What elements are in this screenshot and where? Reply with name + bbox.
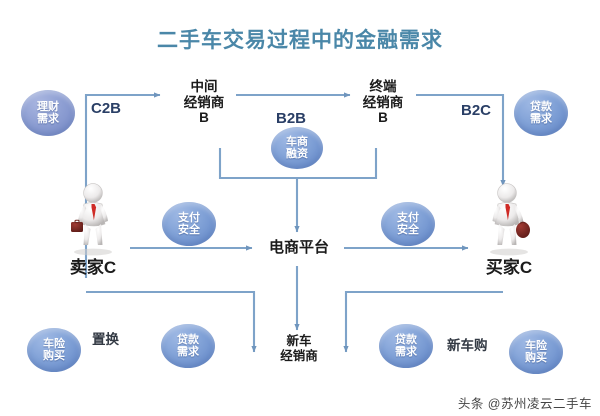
badge-loan-demand-right: 贷款 需求 <box>514 90 568 136</box>
badge-dealer-financing: 车商 融资 <box>271 127 323 169</box>
flow-label-b2c: B2C <box>461 102 492 119</box>
end-dealer-label: 终端 经销商 B <box>362 79 404 126</box>
platform-label: 电商平台 <box>268 239 329 256</box>
badge-insurance-right: 车险 购买 <box>509 330 563 374</box>
badge-wealth-management: 理财 需求 <box>21 90 75 136</box>
badge-loan-demand-bottom-left: 贷款 需求 <box>161 324 215 368</box>
flow-label-c2b: C2B <box>91 100 122 117</box>
flow-label-trade-in: 置换 <box>92 332 119 347</box>
mid-dealer-label: 中间 经销商 B <box>183 79 225 126</box>
flow-label-b2b: B2B <box>276 110 307 127</box>
footer-watermark: 头条 @苏州凌云二手车 <box>457 397 592 411</box>
badge-loan-demand-bottom-right: 贷款 需求 <box>379 324 433 368</box>
page-title: 二手车交易过程中的金融需求 <box>157 29 443 52</box>
new-car-dealer-label: 新车 经销商 <box>280 334 318 363</box>
badge-insurance-left: 车险 购买 <box>27 328 81 372</box>
badge-payment-security-right: 支付 安全 <box>381 202 435 246</box>
flow-label-new-car-buy: 新车购 <box>447 338 488 353</box>
seller-person-icon <box>71 183 112 256</box>
buyer-label: 买家C <box>485 258 533 277</box>
seller-label: 卖家C <box>69 258 117 277</box>
badge-payment-security-left: 支付 安全 <box>162 202 216 246</box>
buyer-person-icon <box>490 183 530 256</box>
